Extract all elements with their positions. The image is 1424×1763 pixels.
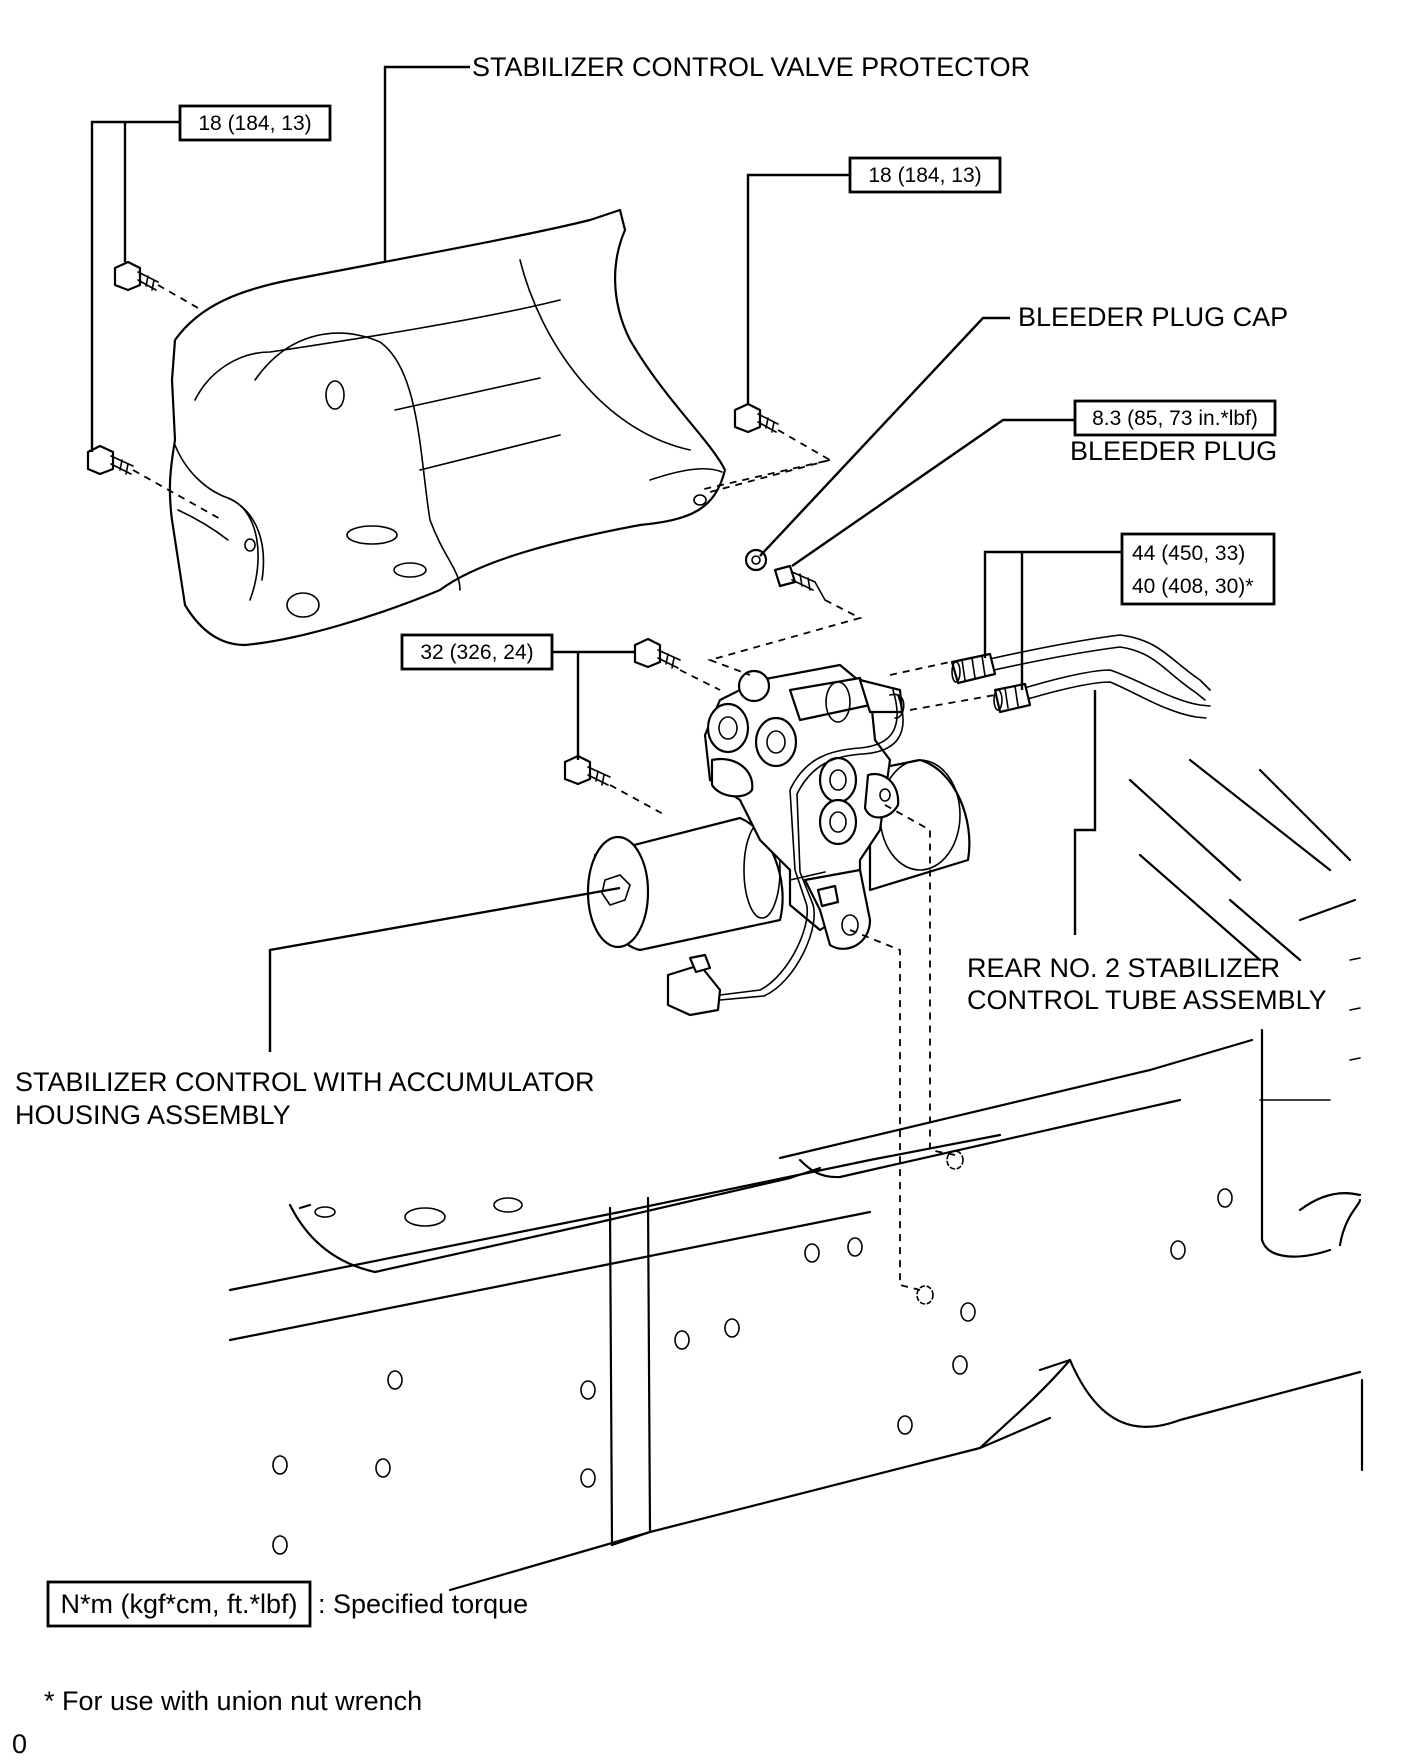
legend-unit-description: : Specified torque: [318, 1589, 528, 1619]
protector-bolt-lower-left: [86, 444, 134, 476]
label-protector: STABILIZER CONTROL VALVE PROTECTOR: [472, 52, 1030, 82]
legend-footnote: * For use with union nut wrench: [44, 1686, 422, 1716]
label-housing-line1: STABILIZER CONTROL WITH ACCUMULATOR: [15, 1067, 595, 1097]
torque-bleeder-plug: 8.3 (85, 73 in.*lbf): [1092, 407, 1258, 430]
label-tube-line1: REAR NO. 2 STABILIZER: [967, 953, 1280, 983]
torque-housing-bolts: 32 (326, 24): [420, 641, 533, 664]
label-bleeder-plug-cap: BLEEDER PLUG CAP: [1018, 302, 1288, 332]
bleeder-plug: [773, 564, 826, 601]
torque-protector-right: 18 (184, 13): [868, 164, 981, 187]
stabilizer-control-housing-assembly: [586, 663, 971, 1017]
torque-tube-standard: 44 (450, 33): [1132, 542, 1245, 565]
legend: N*m (kgf*cm, ft.*lbf) : Specified torque…: [12, 1580, 528, 1759]
protector-bolt-right: [733, 402, 779, 434]
label-tube-line2: CONTROL TUBE ASSEMBLY: [967, 985, 1327, 1015]
rear-no2-stabilizer-control-tube-assembly: [950, 634, 1211, 719]
label-housing-line2: HOUSING ASSEMBLY: [15, 1100, 291, 1130]
leader-lines: [90, 65, 1122, 1052]
protector-bolt-upper-left: [113, 260, 159, 292]
housing-bolt-upper: [633, 637, 681, 669]
torque-tube-union-wrench: 40 (408, 30)*: [1132, 575, 1253, 598]
assembly-guide-lines: [132, 284, 996, 1291]
torque-protector-left: 18 (184, 13): [198, 112, 311, 135]
vehicle-frame: [228, 758, 1364, 1592]
legend-unit-box: N*m (kgf*cm, ft.*lbf): [60, 1589, 297, 1619]
housing-bolt-lower: [563, 754, 611, 786]
part-labels: STABILIZER CONTROL VALVE PROTECTOR BLEED…: [15, 52, 1327, 1130]
torque-callouts: 18 (184, 13) 18 (184, 13) 8.3 (85, 73 in…: [178, 104, 1277, 671]
label-bleeder-plug: BLEEDER PLUG: [1070, 436, 1277, 466]
stabilizer-control-valve-protector: [168, 208, 727, 647]
corner-mark: 0: [12, 1729, 27, 1759]
